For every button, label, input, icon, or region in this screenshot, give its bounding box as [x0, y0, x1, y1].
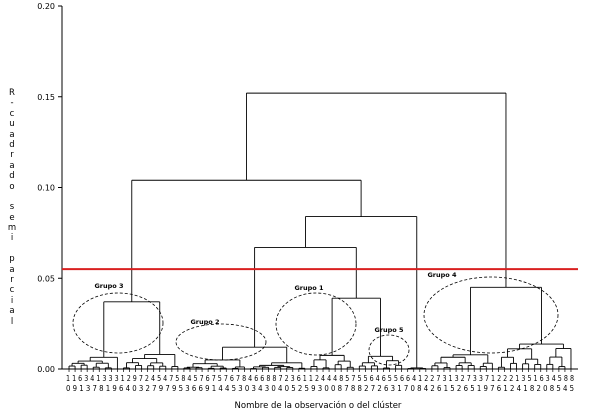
- group-labels: Grupo 1 Grupo 2 Grupo 3 Grupo 4 Grupo 5: [94, 271, 457, 334]
- grupo-3-ellipse: [72, 292, 164, 354]
- group-label-4: Grupo 4: [427, 271, 457, 279]
- y-tick-label: 0.05: [37, 274, 55, 283]
- leaf-labels-row2: 0 9 1 3 7 8 1 9 6 4 0 3 2 7 9 7 9 5 3 6 …: [66, 384, 574, 393]
- x-axis-label: Nombre de la observación o del clúster: [235, 400, 402, 411]
- chart-axes: 0.00 0.05 0.10 0.15 0.20: [37, 2, 578, 374]
- group-label-2: Grupo 2: [190, 318, 219, 326]
- group-label-3: Grupo 3: [94, 282, 123, 290]
- dendrogram-tree: [68, 92, 572, 370]
- y-tick-label: 0.20: [37, 2, 55, 11]
- grupo-4-ellipse: [423, 276, 559, 354]
- y-tick-label: 0.15: [37, 93, 55, 102]
- grupo-1-ellipse: [275, 292, 357, 356]
- grupo-2-ellipse: [175, 323, 267, 361]
- y-tick-label: 0.00: [37, 365, 55, 374]
- group-label-5: Grupo 5: [374, 326, 404, 334]
- grupo-5-ellipse: [368, 334, 410, 366]
- group-label-1: Grupo 1: [294, 284, 324, 292]
- group-ellipses: [72, 276, 559, 366]
- leaf-labels-row1: 1 1 6 3 4 1 3 3 3 1 2 9 7 2 4 5 4 7 5 8 …: [66, 374, 574, 383]
- y-tick-label: 0.10: [37, 184, 55, 193]
